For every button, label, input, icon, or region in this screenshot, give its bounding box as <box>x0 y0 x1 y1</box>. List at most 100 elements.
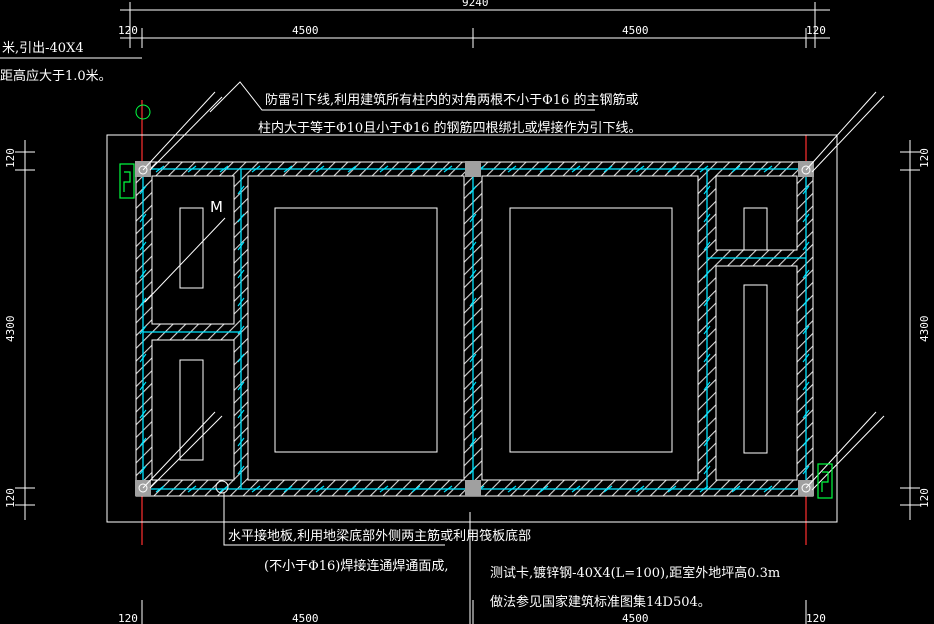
rebar-tick <box>443 485 453 493</box>
rebar-tick <box>802 437 810 447</box>
rebar-tick <box>237 465 245 475</box>
test-clamp-left <box>119 163 135 199</box>
note-grounding-2: (不小于Φ16)焊接连通焊通面成, <box>264 558 448 574</box>
rebar-tick <box>703 381 711 391</box>
rebar-tick <box>155 165 165 173</box>
rebar-tick <box>469 213 477 223</box>
rebar-tick <box>571 485 581 493</box>
columns <box>135 161 814 496</box>
rebar-tick <box>219 485 229 493</box>
rebar-tick <box>667 485 677 493</box>
rebar-tick <box>237 213 245 223</box>
rebar-tick <box>187 165 197 173</box>
dim-top-mid-2: 4500 <box>622 24 649 37</box>
dim-left-middle: 4300 <box>4 316 17 343</box>
outer-boundary <box>106 134 838 523</box>
rebar-tick <box>703 213 711 223</box>
dim-top-right: 120 <box>806 24 826 37</box>
rebar-tick <box>139 325 147 335</box>
rebar-tick <box>539 165 549 173</box>
rebar-tick <box>469 409 477 419</box>
rebar-tick <box>237 353 245 363</box>
rebar-tick <box>237 409 245 419</box>
rebar-tick <box>703 353 711 363</box>
rebar-tick <box>469 465 477 475</box>
test-clamp-right <box>817 463 833 499</box>
rebar-tick <box>731 485 741 493</box>
rebar-tick <box>699 485 709 493</box>
rebar-tick <box>667 165 677 173</box>
leader-lines <box>142 81 885 624</box>
rebar-tick <box>139 241 147 251</box>
grounding-point-circle <box>215 480 229 494</box>
rebar-tick <box>139 297 147 307</box>
rebar-tick <box>379 165 389 173</box>
room-outlines <box>179 207 768 461</box>
rebar-tick <box>802 297 810 307</box>
rebar-tick <box>469 185 477 195</box>
rebar-tick <box>379 485 389 493</box>
note-test-clamp-1: 测试卡,镀锌钢-40X4(L=100),距室外地坪高0.3m <box>490 565 780 581</box>
rebar-tick <box>507 165 517 173</box>
rebar-tick <box>251 485 261 493</box>
rebar-tick <box>139 437 147 447</box>
rebar-tick <box>283 165 293 173</box>
rebar-tick <box>237 381 245 391</box>
note-partial-2: 距高应大于1.0米。 <box>0 68 112 84</box>
rebar-tick <box>139 353 147 363</box>
dim-left-top: 120 <box>4 148 17 168</box>
rebar-tick <box>802 213 810 223</box>
rebar-tick <box>763 485 773 493</box>
rebar-tick <box>219 165 229 173</box>
rebar-tick <box>703 465 711 475</box>
note-down-conductor-2: 柱内大于等于Φ10且小于Φ16 的钢筋四根绑扎或焊接作为引下线。 <box>258 120 642 136</box>
rebar-tick <box>635 485 645 493</box>
rebar-tick <box>139 409 147 419</box>
rebar-tick <box>699 165 709 173</box>
note-partial-1: 米,引出-40X4 <box>2 41 84 56</box>
rebar-tick <box>703 437 711 447</box>
rebar-tick <box>703 297 711 307</box>
rebar-tick <box>802 269 810 279</box>
rebar-tick <box>703 409 711 419</box>
rebar-tick <box>703 325 711 335</box>
rebar-tick <box>411 485 421 493</box>
rebar-tick <box>703 241 711 251</box>
dim-right-bottom: 120 <box>918 488 931 508</box>
rebar-tick <box>347 165 357 173</box>
axis-bubble <box>135 104 151 120</box>
dim-left-bottom: 120 <box>4 488 17 508</box>
dim-top-mid-1: 4500 <box>292 24 319 37</box>
rebar-tick <box>469 241 477 251</box>
rebar-tick <box>469 381 477 391</box>
rebar-tick <box>731 165 741 173</box>
rebar-tick <box>802 353 810 363</box>
column-circles <box>138 165 811 493</box>
rebar-tick <box>469 353 477 363</box>
rebar-tick <box>469 297 477 307</box>
rebar-tick <box>139 465 147 475</box>
beam-band <box>136 162 813 496</box>
dim-bottom-left: 120 <box>118 612 138 624</box>
rebar-tick <box>703 185 711 195</box>
rebar-tick <box>802 241 810 251</box>
rebar-tick <box>802 409 810 419</box>
note-grounding-1: 水平接地板,利用地梁底部外侧两主筋或利用筏板底部 <box>228 528 531 544</box>
rebar-tick <box>411 165 421 173</box>
rebar-tick <box>539 485 549 493</box>
note-test-clamp-2: 做法参见国家建筑标准图集14D504。 <box>490 594 711 610</box>
dim-top-total: 9240 <box>462 0 489 9</box>
rebar-tick <box>315 485 325 493</box>
column <box>465 161 481 177</box>
rebar-tick <box>703 269 711 279</box>
dim-bottom-mid-1: 4500 <box>292 612 319 624</box>
rebar-tick <box>237 269 245 279</box>
rebar-tick <box>469 437 477 447</box>
dim-bottom-mid-2: 4500 <box>622 612 649 624</box>
rebar-tick <box>237 325 245 335</box>
rebar-tick <box>237 297 245 307</box>
rebar-ticks <box>139 165 810 493</box>
rebar-tick <box>139 185 147 195</box>
rebar-tick <box>237 185 245 195</box>
